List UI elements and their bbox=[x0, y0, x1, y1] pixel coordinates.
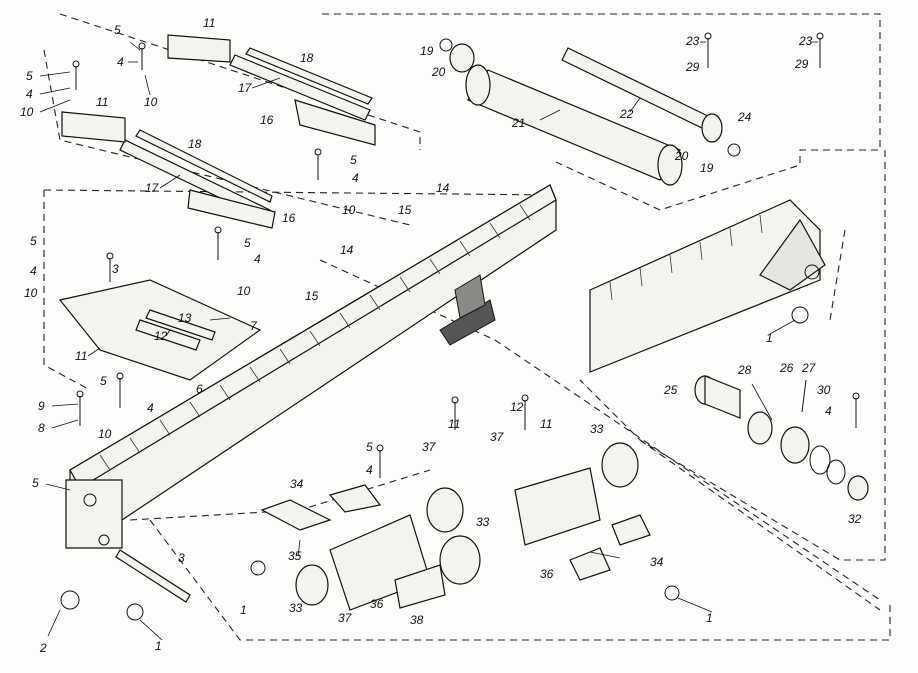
callout: 5 bbox=[244, 236, 251, 250]
callout: 12 bbox=[154, 329, 168, 343]
callout: 11 bbox=[96, 95, 108, 109]
callout: 29 bbox=[685, 60, 700, 74]
callout: 4 bbox=[26, 87, 33, 101]
callout: 5 bbox=[100, 374, 107, 388]
callout: 36 bbox=[540, 567, 554, 581]
callout: 10 bbox=[24, 286, 38, 300]
callout: 35 bbox=[288, 549, 302, 563]
callout: 10 bbox=[237, 284, 251, 298]
callout: 3 bbox=[178, 551, 185, 565]
callout: 23 bbox=[685, 34, 700, 48]
frame-bracket bbox=[58, 279, 262, 381]
callout: 4 bbox=[147, 401, 154, 415]
callout: 33 bbox=[476, 515, 490, 529]
callout: 20 bbox=[674, 149, 689, 163]
callout: 27 bbox=[801, 361, 817, 375]
callout: 17 bbox=[145, 181, 160, 195]
callout: 4 bbox=[254, 252, 261, 266]
main-boom bbox=[65, 184, 557, 549]
callout: 2 bbox=[39, 641, 47, 655]
callout: 5 bbox=[30, 234, 37, 248]
callout: 37 bbox=[490, 430, 505, 444]
top-rollers bbox=[439, 38, 741, 186]
callout: 4 bbox=[30, 264, 37, 278]
leader-lines bbox=[39, 41, 818, 641]
callout: 24 bbox=[737, 110, 752, 124]
callout: 20 bbox=[431, 65, 446, 79]
callout: 29 bbox=[794, 57, 809, 71]
carriage bbox=[60, 306, 809, 621]
callout: 37 bbox=[338, 611, 353, 625]
callout: 5 bbox=[350, 153, 357, 167]
callout: 7 bbox=[250, 319, 258, 333]
callout: 19 bbox=[700, 161, 714, 175]
callout: 34 bbox=[650, 555, 664, 569]
callout: 4 bbox=[366, 463, 373, 477]
callout: 18 bbox=[300, 51, 314, 65]
callout: 11 bbox=[203, 16, 215, 30]
callout: 25 bbox=[663, 383, 678, 397]
callout: 38 bbox=[410, 613, 424, 627]
hub-assembly bbox=[694, 375, 869, 501]
callout: 9 bbox=[38, 399, 45, 413]
callout: 23 bbox=[798, 34, 813, 48]
callout: 14 bbox=[436, 181, 450, 195]
callout: 6 bbox=[196, 382, 203, 396]
callout: 34 bbox=[290, 477, 304, 491]
callout: 13 bbox=[178, 311, 192, 325]
callout: 4 bbox=[825, 404, 832, 418]
callout: 26 bbox=[779, 361, 794, 375]
callout: 14 bbox=[340, 243, 354, 257]
callout: 5 bbox=[32, 476, 39, 490]
callout: 1 bbox=[155, 639, 162, 653]
callout: 8 bbox=[38, 421, 45, 435]
bolts bbox=[72, 32, 860, 478]
callout: 5 bbox=[366, 440, 373, 454]
callout: 10 bbox=[98, 427, 112, 441]
callout: 15 bbox=[398, 203, 412, 217]
right-boom bbox=[589, 199, 826, 373]
callout: 18 bbox=[188, 137, 202, 151]
callout: 19 bbox=[420, 44, 434, 58]
callout: 11 bbox=[448, 417, 460, 431]
callout: 3 bbox=[112, 262, 119, 276]
callout: 12 bbox=[510, 400, 524, 414]
callout: 5 bbox=[26, 69, 33, 83]
callout: 15 bbox=[305, 289, 319, 303]
callout: 28 bbox=[737, 363, 752, 377]
callout: 33 bbox=[590, 422, 604, 436]
callout: 33 bbox=[289, 601, 303, 615]
callout: 37 bbox=[422, 440, 437, 454]
callout: 22 bbox=[619, 107, 634, 121]
callout: 16 bbox=[282, 211, 296, 225]
callout: 11 bbox=[540, 417, 552, 431]
rails bbox=[61, 34, 376, 229]
callout: 10 bbox=[144, 95, 158, 109]
callout: 11 bbox=[75, 349, 87, 363]
callout: 1 bbox=[240, 603, 247, 617]
callout: 10 bbox=[20, 105, 34, 119]
callout: 4 bbox=[117, 55, 124, 69]
callout: 36 bbox=[370, 597, 384, 611]
callout: 32 bbox=[848, 512, 862, 526]
callout: 1 bbox=[766, 331, 773, 345]
callout: 21 bbox=[511, 116, 525, 130]
callout: 5 bbox=[114, 23, 121, 37]
callout-labels: 5 4 10 5 4 10 11 18 17 16 11 18 17 16 5 … bbox=[20, 16, 862, 655]
callout: 16 bbox=[260, 113, 274, 127]
callout: 1 bbox=[706, 611, 713, 625]
callout: 30 bbox=[817, 383, 831, 397]
callout: 17 bbox=[238, 81, 253, 95]
callout: 4 bbox=[352, 171, 359, 185]
callout: 10 bbox=[342, 203, 356, 217]
